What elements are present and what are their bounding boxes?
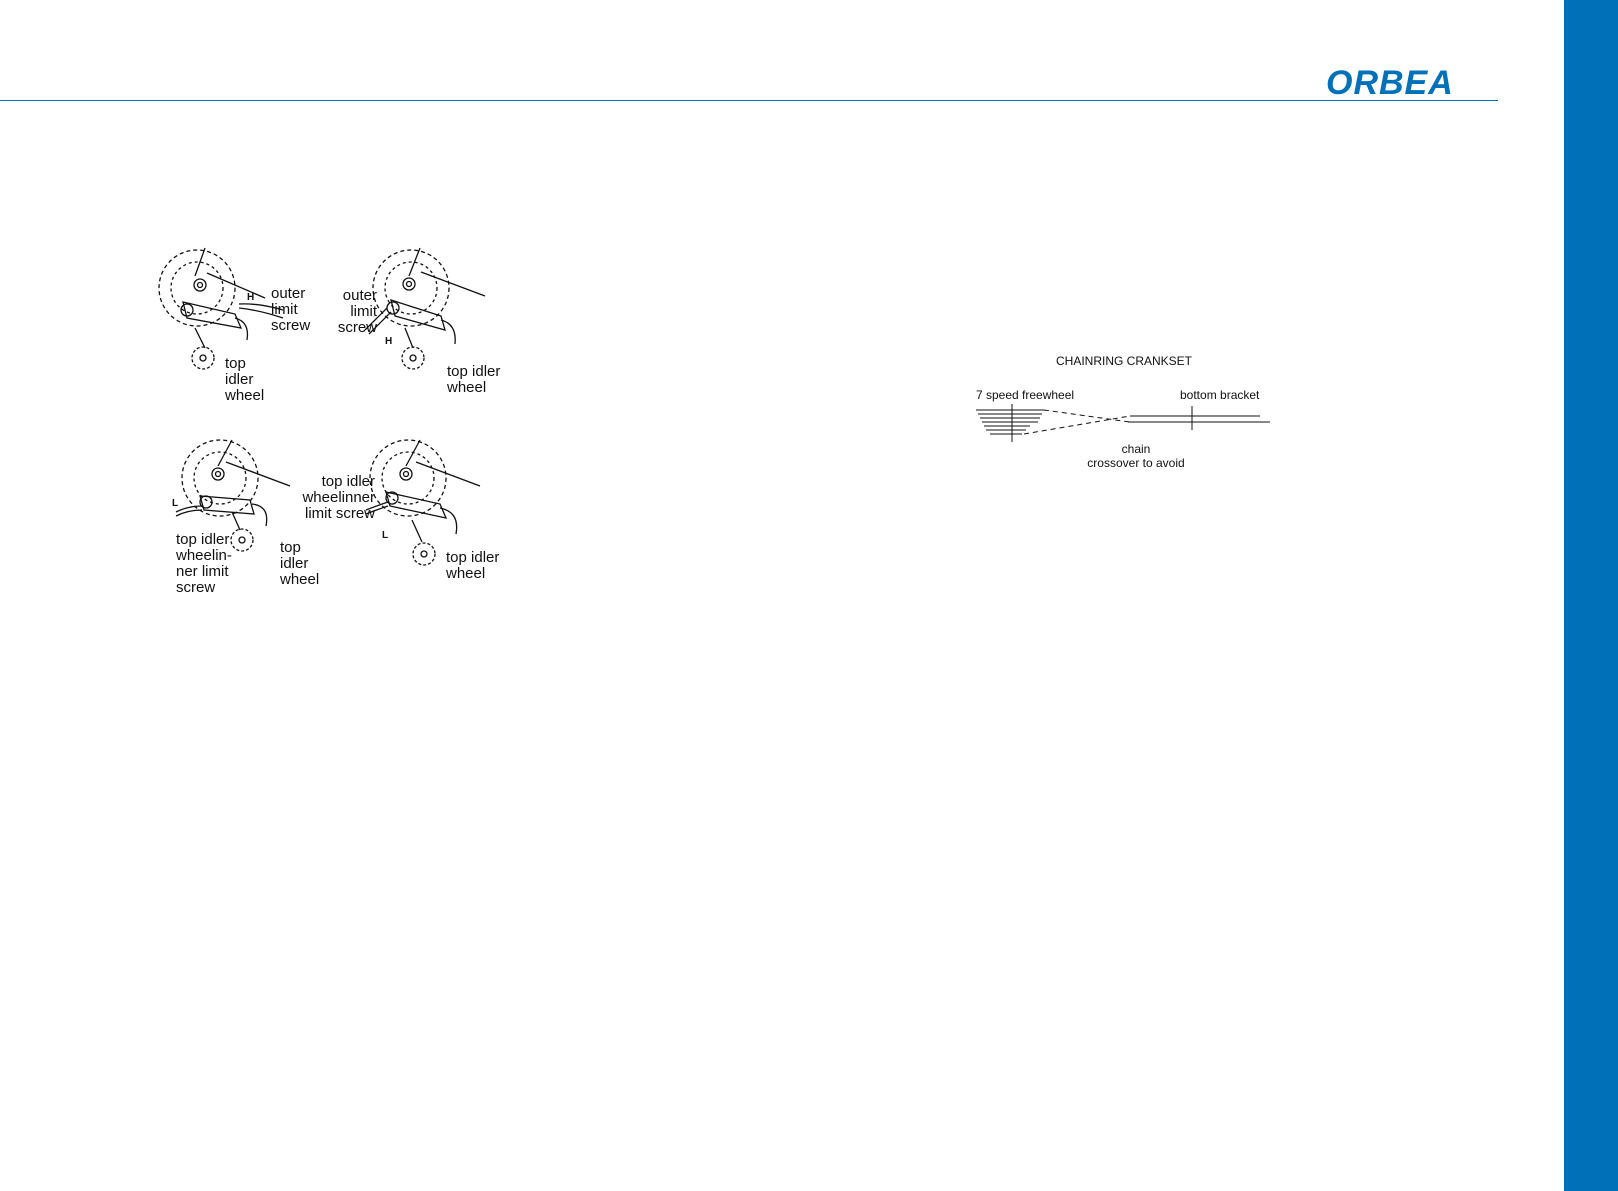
panel-2-marker: H	[385, 336, 393, 347]
derailleur-drawing-3	[175, 439, 291, 552]
chain-crossover-label: chain crossover to avoid	[1087, 442, 1185, 470]
panel-1-wheel-label: top idler wheel	[225, 355, 265, 404]
crankset-title: CHAINRING CRANKSET	[1056, 354, 1193, 368]
derailleur-drawing-1	[158, 247, 284, 370]
panel-1-marker: H	[247, 292, 255, 303]
derailleur-drawing-4	[365, 439, 481, 566]
crankset-drawing	[976, 404, 1270, 442]
chainring-crankset-diagram: CHAINRING CRANKSET 7 speed freewheel bot…	[970, 350, 1270, 480]
freewheel-label: 7 speed freewheel	[976, 388, 1075, 402]
chain-line-1	[1043, 409, 1131, 423]
header-rule	[0, 100, 1498, 101]
panel-4-screw-label: top idler wheelinner limit screw	[302, 473, 375, 522]
chain-line-2	[1023, 415, 1131, 435]
derailleur-figure-2: H outer limit screw top idler wheel	[325, 247, 515, 408]
orbea-logo: ORBEA	[1326, 64, 1454, 102]
panel-3-marker: L	[172, 498, 179, 509]
panel-1-screw-label: outer limit screw	[271, 285, 311, 334]
derailleur-figure-3: L top idler wheelin- ner limit screw top…	[170, 439, 330, 600]
bottom-bracket-label: bottom bracket	[1180, 388, 1260, 402]
side-color-band	[1564, 0, 1618, 1191]
derailleur-drawing-2	[364, 247, 486, 370]
panel-4-wheel-label: top idler wheel	[446, 549, 500, 582]
panel-2-screw-label: outer limit screw	[337, 287, 377, 336]
logo-text: ORBEA	[1326, 64, 1454, 102]
panel-3-screw-label: top idler wheelin- ner limit screw	[176, 531, 232, 596]
derailleur-figure-4: L top idler wheelinner limit screw top i…	[300, 439, 510, 600]
derailleur-figure-1: H outer limit screw top idler wheel	[155, 247, 325, 408]
panel-4-marker: L	[382, 530, 389, 541]
panel-3-wheel-label: top idler wheel	[280, 539, 320, 588]
panel-2-wheel-label: top idler wheel	[447, 363, 501, 396]
